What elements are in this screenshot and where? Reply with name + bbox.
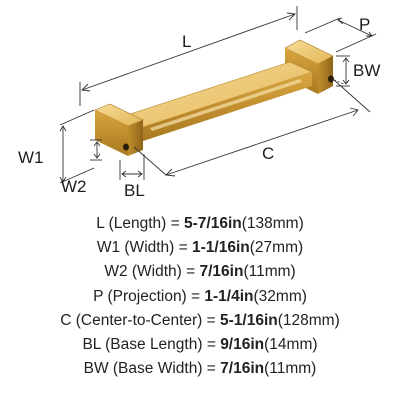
label-BL: BL <box>124 181 145 200</box>
label-W1: W1 <box>18 148 44 167</box>
dimension-diagram: L P BW W1 W2 BL C <box>18 6 380 200</box>
spec-width-w1: W1 (Width) = 1-1/16in(27mm) <box>96 239 304 257</box>
label-BW: BW <box>353 61 380 80</box>
label-P: P <box>359 15 370 34</box>
spec-projection: P (Projection) = 1-1/4in(32mm) <box>93 287 307 305</box>
label-C: C <box>262 144 274 163</box>
spec-width-w2: W2 (Width) = 7/16in(11mm) <box>104 263 296 281</box>
label-W2: W2 <box>61 177 87 196</box>
drawer-pull-handle <box>94 39 334 156</box>
specifications-list: L (Length) = 5-7/16in(138mm) W1 (Width) … <box>0 212 400 381</box>
spec-base-length: BL (Base Length) = 9/16in(14mm) <box>82 336 318 354</box>
spec-center-to-center: C (Center-to-Center) = 5-1/16in(128mm) <box>60 311 340 329</box>
label-L: L <box>182 32 191 51</box>
spec-length: L (Length) = 5-7/16in(138mm) <box>96 215 304 232</box>
spec-base-width: BW (Base Width) = 7/16in(11mm) <box>83 360 317 378</box>
dimension-lines <box>59 6 377 184</box>
